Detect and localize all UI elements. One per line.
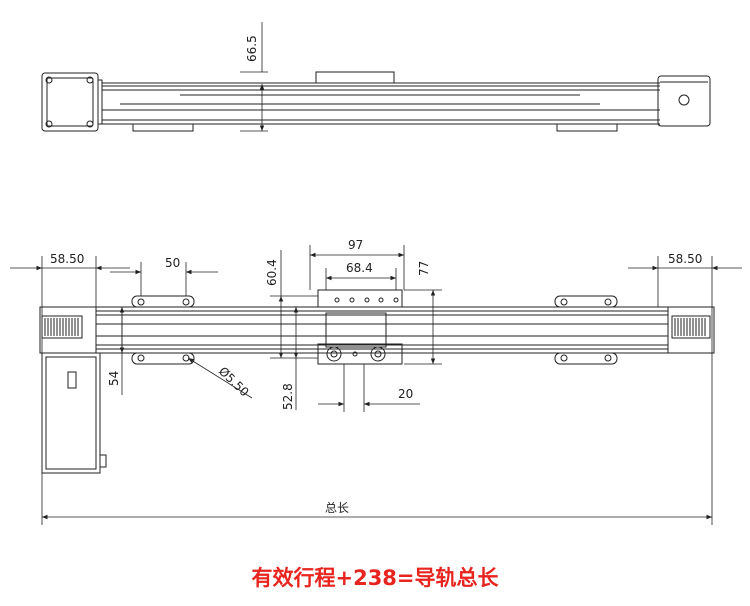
side-foot-right bbox=[556, 123, 618, 132]
mount-plate-right bbox=[554, 295, 618, 365]
side-view bbox=[41, 22, 711, 132]
plan-view bbox=[10, 245, 742, 525]
side-carriage bbox=[315, 71, 395, 84]
left-end-cap bbox=[39, 306, 97, 354]
right-end-dimension: 58.50 bbox=[668, 252, 702, 266]
caption: 有效行程+238=导轨总长 bbox=[251, 566, 499, 590]
hole-diameter-dimension: Ø5.50 bbox=[216, 364, 252, 399]
right-end-cap bbox=[667, 306, 715, 354]
plan-rail bbox=[95, 306, 669, 354]
rail-center-dimension: 52.8 bbox=[281, 383, 295, 410]
right-end-block bbox=[657, 75, 711, 127]
carriage-offset-dimension: 20 bbox=[398, 387, 413, 401]
rail-width-dimension: 60.4 bbox=[265, 259, 279, 286]
carriage-width-dimension: 97 bbox=[348, 238, 363, 252]
hole-spacing-dimension: 50 bbox=[165, 256, 180, 270]
motor bbox=[41, 352, 107, 474]
side-foot-left bbox=[132, 123, 194, 132]
dimension-lines bbox=[10, 245, 742, 525]
carriage-height-dimension: 77 bbox=[417, 261, 431, 276]
side-rail bbox=[102, 82, 660, 125]
carriage bbox=[317, 289, 403, 365]
carriage-hole-spacing-dimension: 68.4 bbox=[346, 261, 373, 275]
height-dimension-label: 66.5 bbox=[245, 35, 259, 62]
left-end-dimension: 58.50 bbox=[50, 252, 84, 266]
mount-plate-left bbox=[131, 295, 195, 365]
motor-offset-dimension: 54 bbox=[107, 371, 121, 386]
total-length-label: 总长 bbox=[325, 501, 349, 515]
left-motor-block bbox=[41, 72, 99, 132]
